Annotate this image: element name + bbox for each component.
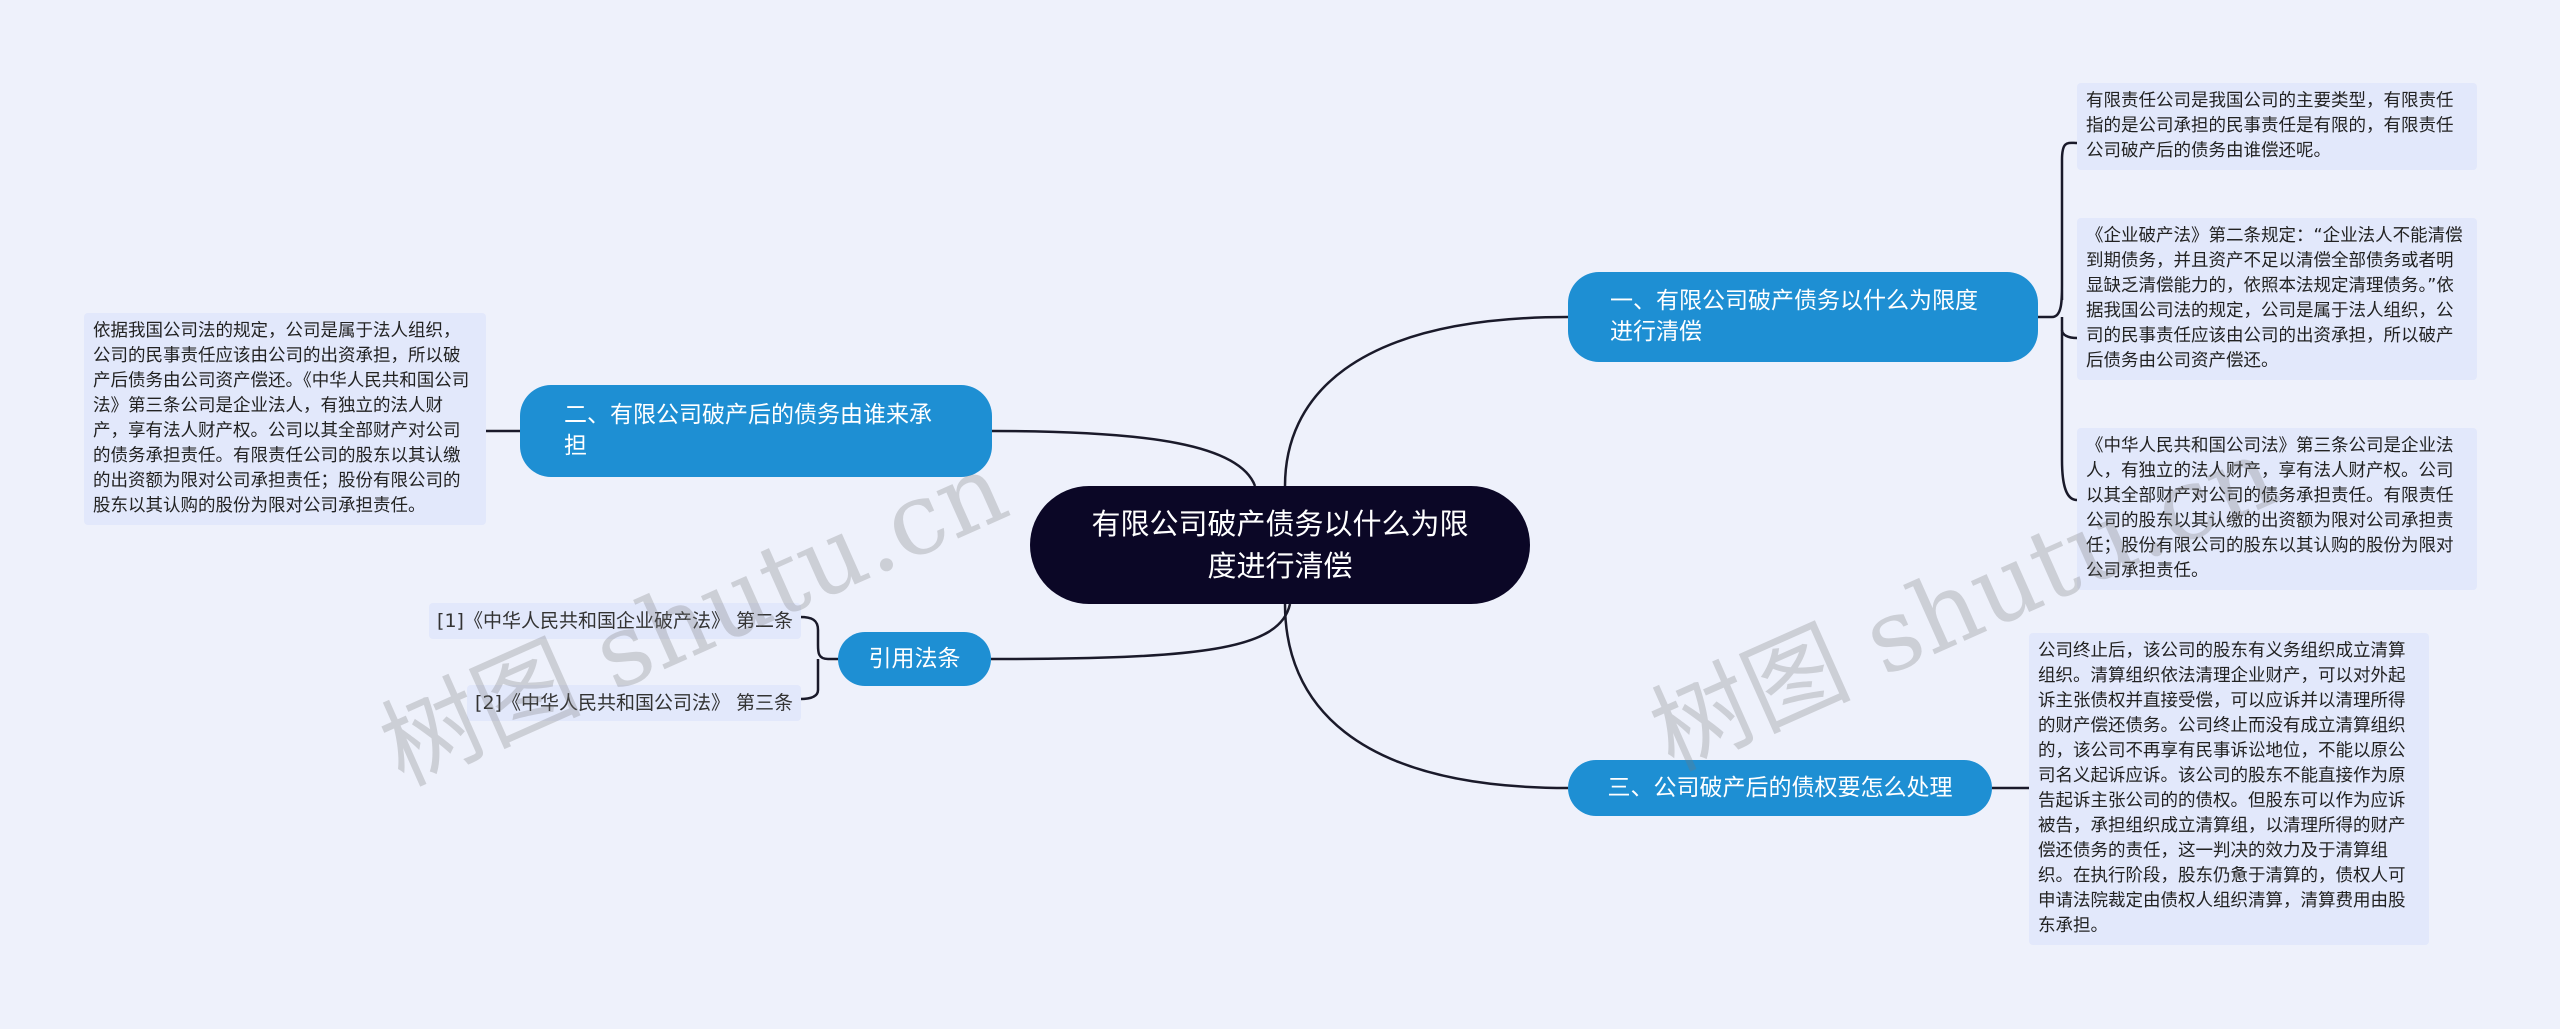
leaf-bankruptcy-law-note[interactable]: 《企业破产法》第二条规定：“企业法人不能清偿到期债务，并且资产不足以清偿全部债务… [2077, 218, 2477, 380]
root-topic-label: 有限公司破产债务以什么为限度进行清偿 [1091, 507, 1469, 583]
leaf-claims-handling-note[interactable]: 公司终止后，该公司的股东有义务组织成立清算组织。清算组织依法清理企业财产，可以对… [2029, 633, 2429, 945]
branch-1-topic[interactable]: 一、有限公司破产债务以什么为限度进行清偿 [1568, 272, 2038, 362]
bracket-b1 [2038, 141, 2078, 502]
reference-item[interactable]: [1]《中华人民共和国企业破产法》 第二条 [429, 603, 801, 639]
branch-2-label: 二、有限公司破产后的债务由谁来承担 [564, 402, 932, 459]
leaf-debt-responsibility-note[interactable]: 依据我国公司法的规定，公司是属于法人组织，公司的民事责任应该由公司的出资承担，所… [84, 313, 486, 525]
branch-references-topic[interactable]: 引用法条 [838, 632, 991, 686]
branch-references-label: 引用法条 [868, 645, 961, 672]
root-topic[interactable]: 有限公司破产债务以什么为限度进行清偿 [1030, 486, 1530, 604]
link-root-b4 [1283, 603, 1569, 790]
link-root-b2 [991, 429, 1257, 487]
branch-1-label: 一、有限公司破产债务以什么为限度进行清偿 [1610, 288, 1978, 345]
bracket-b3 [799, 615, 838, 701]
branch-3-label: 三、公司破产后的债权要怎么处理 [1607, 774, 1953, 801]
link-root-b3 [990, 603, 1292, 661]
reference-item[interactable]: [2]《中华人民共和国公司法》 第三条 [467, 685, 801, 721]
leaf-intro-note[interactable]: 有限责任公司是我国公司的主要类型，有限责任指的是公司承担的民事责任是有限的，有限… [2077, 83, 2477, 170]
branch-2-topic[interactable]: 二、有限公司破产后的债务由谁来承担 [520, 385, 992, 477]
leaf-company-law-note[interactable]: 《中华人民共和国公司法》第三条公司是企业法人，有独立的法人财产，享有法人财产权。… [2077, 428, 2477, 590]
branch-3-topic[interactable]: 三、公司破产后的债权要怎么处理 [1568, 760, 1992, 816]
bracket-b1-mid [2060, 329, 2078, 340]
link-root-b1 [1283, 315, 1569, 487]
